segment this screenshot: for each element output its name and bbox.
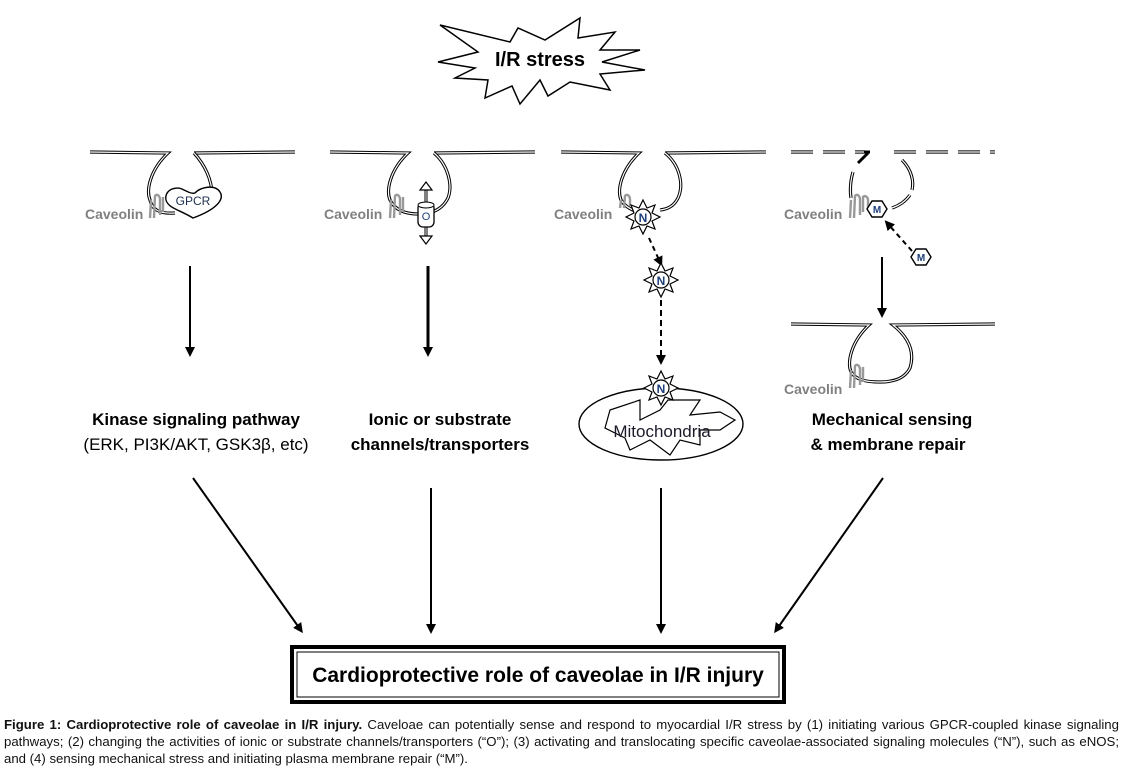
caveolin-icon (148, 193, 165, 219)
outcome-label: Cardioprotective role of caveolae in I/R… (312, 664, 764, 687)
caveolin-label: Caveolin (324, 206, 382, 222)
kinase-subtitle: (ERK, PI3K/AKT, GSK3β, etc) (83, 435, 308, 454)
molecule-m-hexagon-icon (866, 200, 888, 218)
ir-stress-burst: I/R stress (437, 16, 646, 106)
kinase-title: Kinase signaling pathway (92, 410, 300, 429)
channels-title: Ionic or substrate (369, 410, 512, 429)
arrow-translocation-1 (648, 237, 663, 267)
figure-caption: Figure 1: Cardioprotective role of caveo… (4, 716, 1119, 767)
enos-star-icon (642, 261, 680, 299)
molecule-m-label: M (873, 205, 881, 216)
caveolin-icon (848, 363, 865, 389)
mechanical-subtitle: & membrane repair (811, 435, 966, 454)
outcome-box: Cardioprotective role of caveolae in I/R… (290, 645, 786, 704)
enos-star-icon (624, 198, 662, 236)
molecule-n-label: N (657, 382, 666, 396)
arrow-mechanical-outcome (774, 477, 884, 634)
mitochondria-icon (578, 387, 744, 461)
ir-stress-label: I/R stress (495, 49, 585, 71)
caveolae-diagram: I/R stress Caveolin GPCR Kinase signalin… (83, 16, 996, 704)
channel-icon (417, 181, 435, 245)
caveolin-label: Caveolin (784, 206, 842, 222)
gpcr-heart-icon (165, 186, 222, 219)
molecule-m-label: M (917, 253, 925, 264)
repaired-membrane (790, 322, 996, 384)
column-kinase: Caveolin GPCR Kinase signaling pathway (… (83, 150, 309, 634)
caption-text: Caveloae can potentially sense and respo… (4, 717, 1119, 766)
caveolin-icon (848, 193, 870, 219)
column-signaling: Caveolin N N N Mitochondria (554, 150, 767, 634)
burst-shape (437, 16, 646, 106)
molecule-m-hexagon-icon (910, 248, 932, 266)
caveolin-icon (388, 193, 405, 219)
caveolin-label: Caveolin (784, 381, 842, 397)
membrane (560, 150, 767, 215)
mechanical-title: Mechanical sensing (812, 410, 973, 429)
enos-star-icon (642, 369, 680, 407)
arrow-kinase-outcome (192, 477, 303, 634)
channel-label: O (422, 211, 431, 223)
molecule-n-label: N (657, 274, 666, 288)
molecule-n-label: N (639, 211, 648, 225)
column-channels: Caveolin O Ionic or substrate channels/t… (324, 150, 536, 634)
caption-title: Figure 1: Cardioprotective role of caveo… (4, 717, 363, 732)
column-mechanical: Caveolin M M Caveolin Mechanical sensing… (774, 150, 996, 634)
mitochondria-label: Mitochondria (613, 422, 711, 441)
gpcr-label: GPCR (176, 194, 211, 208)
caveolin-icon (618, 193, 632, 209)
broken-caveola (848, 150, 915, 210)
caveolin-label: Caveolin (554, 206, 612, 222)
channels-subtitle: channels/transporters (351, 435, 530, 454)
arrow-m-recruit (884, 220, 913, 252)
caveolin-label: Caveolin (85, 206, 143, 222)
